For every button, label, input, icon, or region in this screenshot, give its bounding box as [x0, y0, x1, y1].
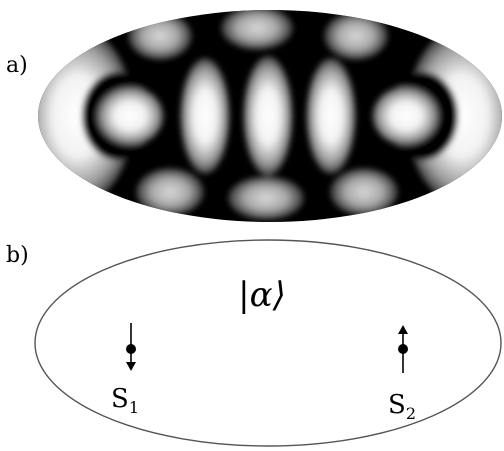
mode-lobe-center-1	[180, 58, 230, 174]
mode-lobe-bottom-2	[228, 176, 304, 220]
source-s1-dot	[126, 344, 136, 354]
arrow-up-icon	[398, 325, 408, 334]
mode-lobe-top-3	[324, 12, 388, 60]
mode-lobe-center-3	[306, 58, 356, 174]
mode-lobe-center-2	[243, 56, 293, 176]
source-s2-label: S2	[388, 390, 416, 423]
state-label: |α⟩	[238, 275, 286, 315]
panel-a: a)	[6, 10, 502, 222]
source-s1: S1	[111, 323, 139, 417]
mode-lobe-top-1	[128, 12, 192, 60]
mode-lobe-bottom-3	[330, 168, 398, 216]
source-s2: S2	[388, 325, 416, 423]
panel-b: b) |α⟩ S1 S2	[6, 239, 502, 447]
arrow-down-icon	[126, 362, 136, 371]
mode-lobe-right-inner	[372, 86, 440, 146]
cavity-outline	[34, 239, 502, 447]
mode-lobe-top-2	[221, 10, 293, 50]
mode-lobe-bottom-1	[136, 168, 204, 216]
source-s2-dot	[398, 344, 408, 354]
panel-a-label: a)	[6, 53, 28, 78]
mode-lobe-left-inner	[96, 86, 164, 146]
mode-pattern	[38, 10, 502, 222]
panel-b-label: b)	[6, 243, 29, 268]
source-s1-label: S1	[111, 384, 139, 417]
